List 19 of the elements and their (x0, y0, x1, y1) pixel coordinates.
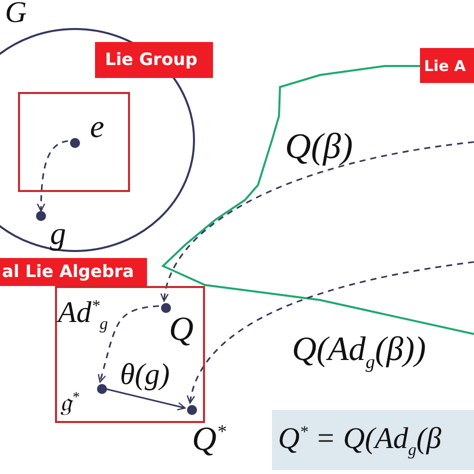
equation: Q$^{*}$ = Q(Ad$_{g}$(β (278, 424, 442, 458)
point-label: Q$^{*}$ (192, 423, 226, 457)
region-frame (18, 92, 130, 192)
edge-label: θ(g) (120, 360, 170, 390)
point-label: g (50, 217, 66, 249)
dashed-arrow (36, 140, 68, 212)
region-tag: Lie A (420, 48, 474, 83)
region-tag: Lie Group (95, 42, 213, 78)
set-symbol: G (5, 0, 27, 28)
dashed-arrow (98, 305, 160, 383)
dashed-arrow (188, 261, 474, 404)
point-label: 𝔤$^{*}$ (60, 390, 80, 416)
point-label: e (90, 110, 104, 142)
math-label: Q(Ad$_{g}$(β)) (292, 333, 426, 372)
point-label: Q (169, 313, 194, 347)
dashed-arrow (161, 141, 474, 302)
arrow (106, 388, 186, 410)
math-label: Q(β) (285, 128, 353, 164)
region-tag: al Lie Algebra (0, 258, 147, 286)
